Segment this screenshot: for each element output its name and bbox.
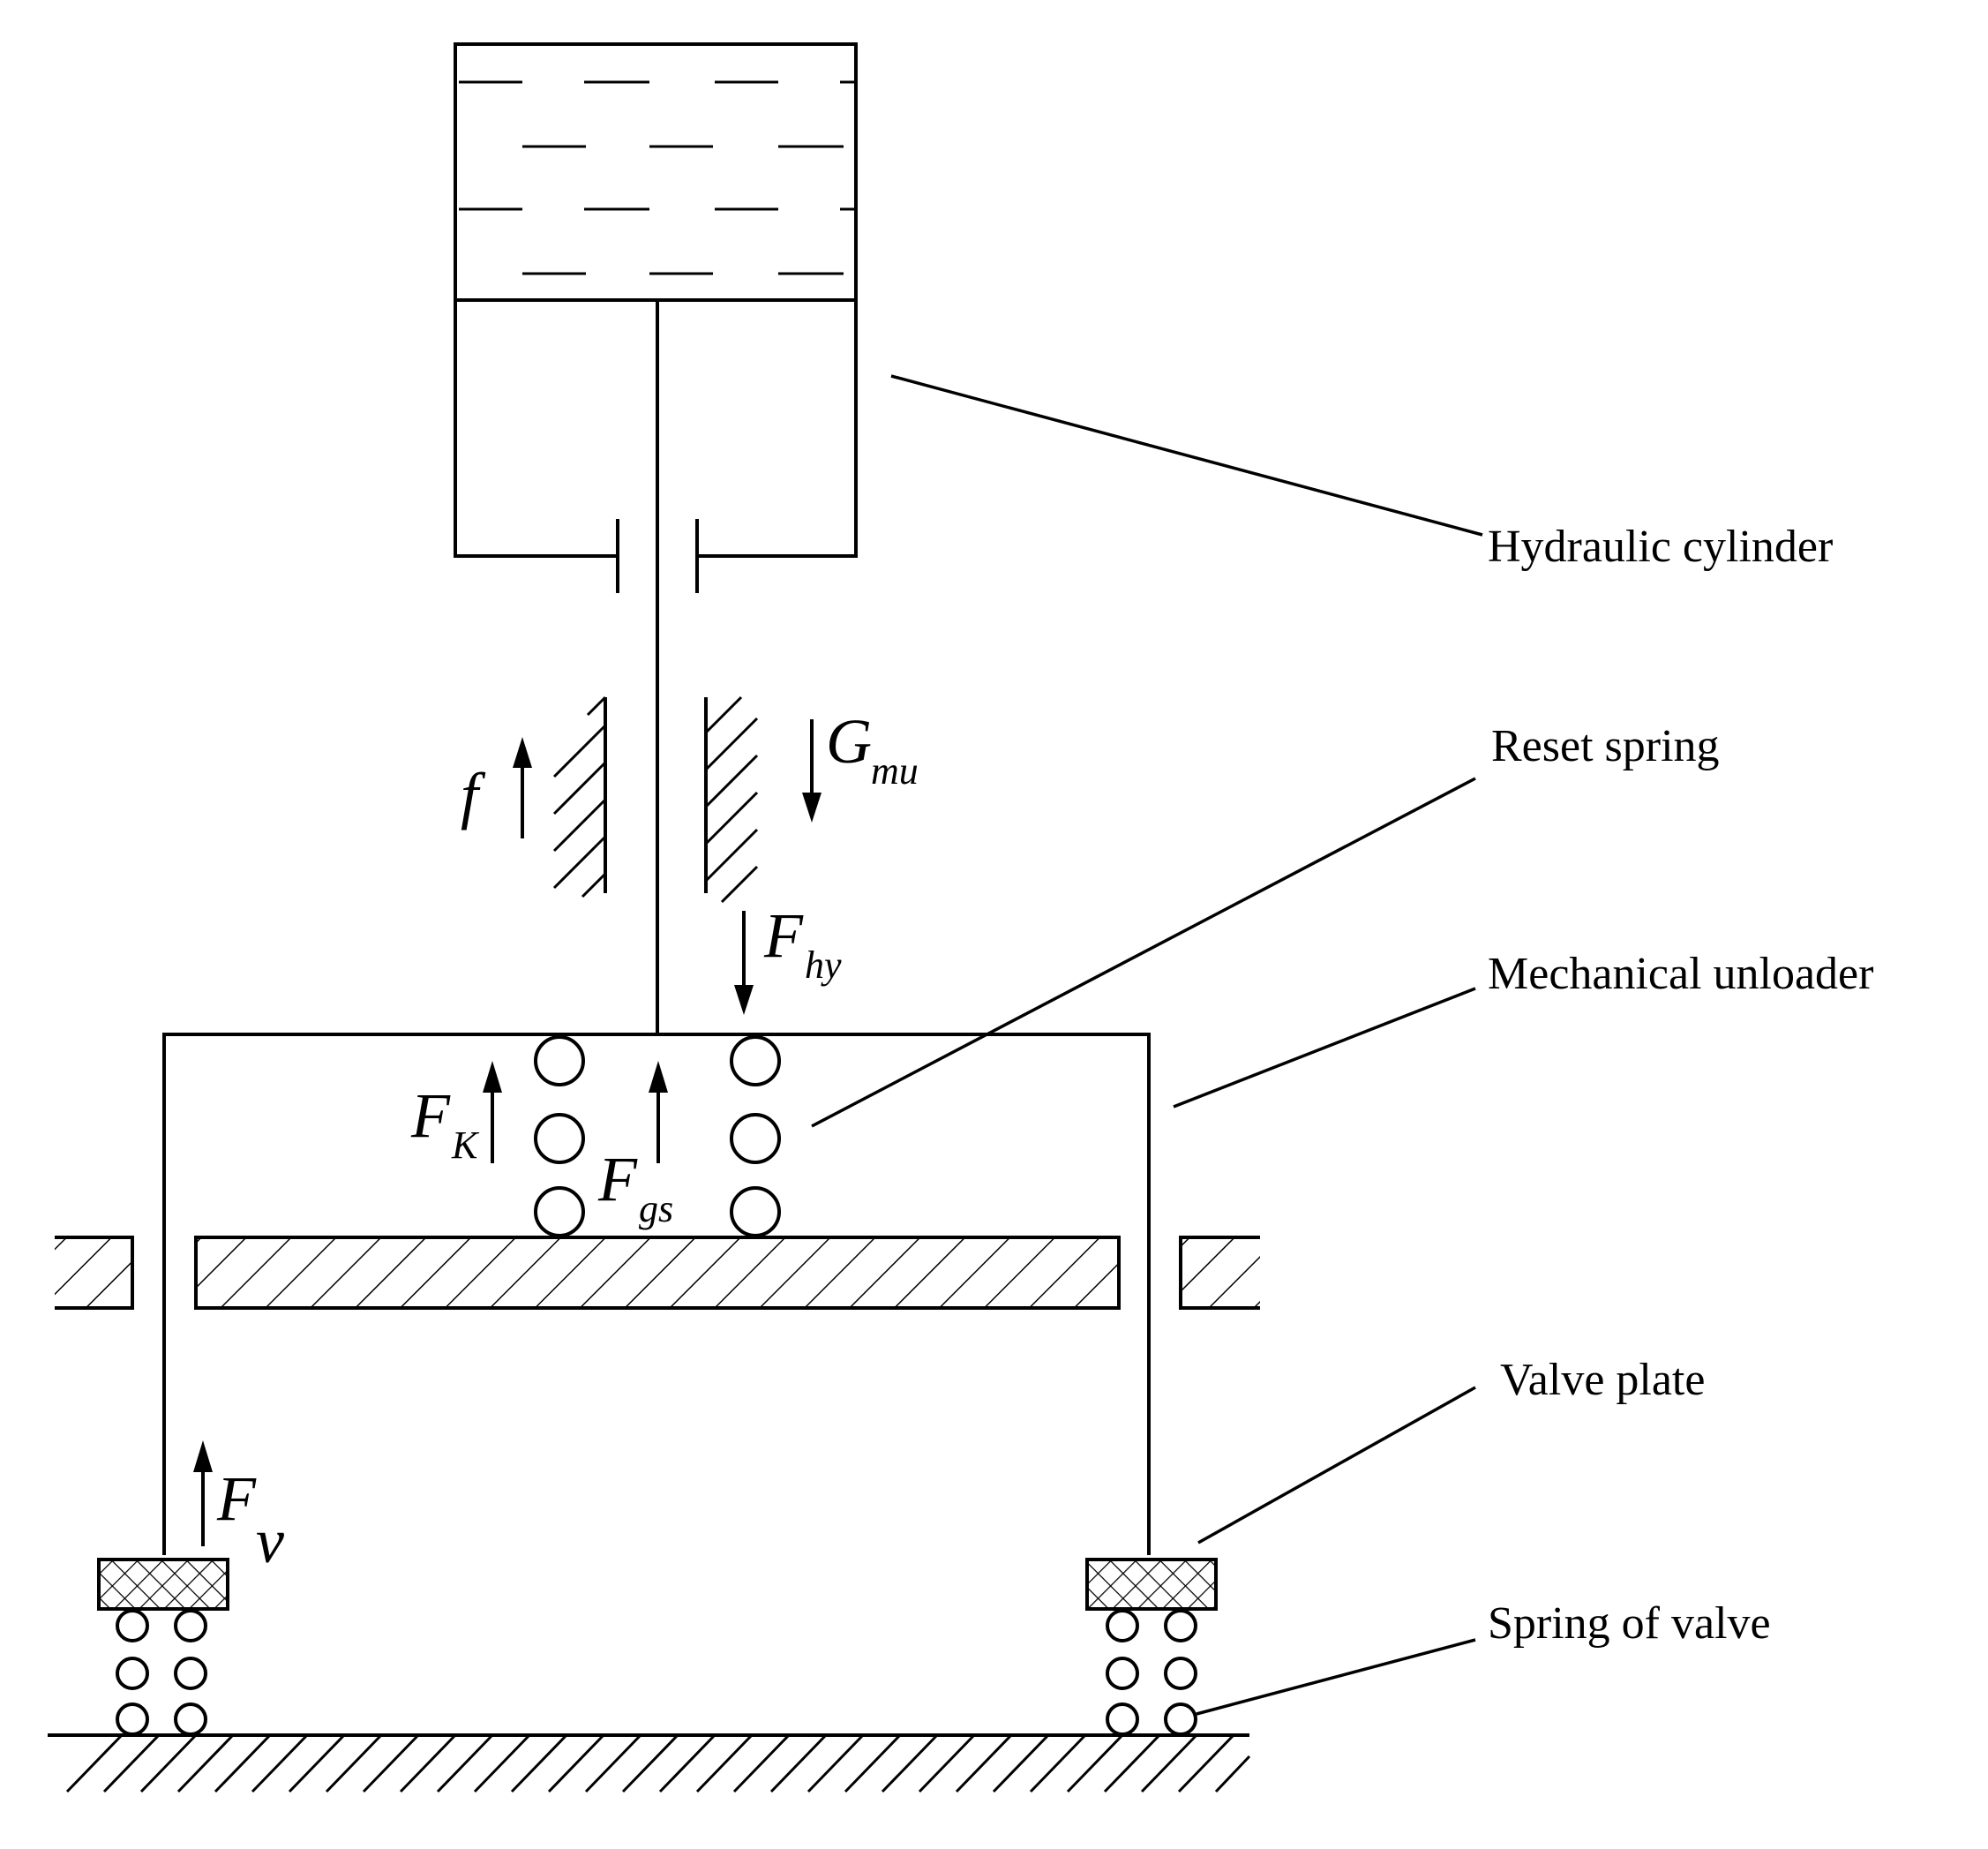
ground xyxy=(48,1733,1251,1793)
reset-spring xyxy=(534,1035,781,1237)
arrow-fv-head xyxy=(193,1440,213,1472)
spring-coil xyxy=(534,1113,585,1164)
ground-hatch-line xyxy=(473,1733,531,1793)
ground-hatch-line xyxy=(214,1733,272,1793)
force-fhy-label: F xyxy=(763,900,804,971)
ground-hatch-line xyxy=(1103,1733,1161,1793)
guide-hatch-right xyxy=(704,695,759,904)
ground-hatch-line xyxy=(1029,1733,1087,1793)
ground-hatch-line xyxy=(1214,1755,1251,1793)
force-fgs-label: F xyxy=(597,1144,638,1214)
label-reset-spring: Reset spring xyxy=(1491,721,1720,771)
force-fgs-subscript: gs xyxy=(639,1187,673,1230)
valve-plate-right xyxy=(1085,1558,1218,1611)
oil-level-dashes xyxy=(459,80,854,275)
rod-guide xyxy=(552,695,759,904)
ground-hatch-line xyxy=(65,1733,124,1793)
force-arrows xyxy=(193,719,821,1546)
label-spring-of-valve: Spring of valve xyxy=(1488,1598,1771,1649)
force-fv-label: F xyxy=(216,1463,257,1534)
valve-spring-left xyxy=(116,1609,207,1736)
ground-hatch-line xyxy=(102,1733,161,1793)
arrow-fk-head xyxy=(483,1061,502,1093)
ground-hatch-line xyxy=(399,1733,457,1793)
valve-plate-left xyxy=(97,1558,229,1611)
leader-spring-of-valve xyxy=(1196,1638,1476,1716)
ground-hatch xyxy=(65,1733,1251,1793)
leader-hydraulic-cylinder xyxy=(890,374,1483,537)
cylinder-body-left xyxy=(454,300,618,558)
side-support-left-fill xyxy=(55,1237,132,1308)
side-support-right-fill xyxy=(1181,1237,1260,1308)
ground-hatch-line xyxy=(325,1733,383,1793)
leader-mechanical-unloader xyxy=(1173,987,1476,1109)
ground-hatch-line xyxy=(176,1733,235,1793)
side-support-right xyxy=(1179,1236,1260,1310)
label-mechanical-unloader: Mechanical unloader xyxy=(1488,949,1873,999)
force-gmu-subscript: mu xyxy=(871,749,919,793)
ground-hatch-line xyxy=(251,1733,309,1793)
arrow-fgs-head xyxy=(649,1061,668,1093)
force-fk-label: F xyxy=(410,1080,451,1151)
ground-hatch-line xyxy=(1066,1733,1124,1793)
ground-hatch-line xyxy=(436,1733,494,1793)
spring-coil xyxy=(534,1186,585,1237)
ground-hatch-line xyxy=(584,1733,642,1793)
arrow-gmu-head xyxy=(802,793,821,823)
arrow-fhy-head xyxy=(734,985,754,1015)
ground-hatch-line xyxy=(510,1733,568,1793)
ground-hatch-line xyxy=(288,1733,346,1793)
force-gmu-label: G xyxy=(826,706,872,777)
ground-hatch-line xyxy=(1177,1733,1235,1793)
ground-hatch-line xyxy=(621,1733,679,1793)
ground-hatch-line xyxy=(658,1733,716,1793)
ground-hatch-line xyxy=(955,1733,1013,1793)
cylinder-body-right xyxy=(697,300,858,558)
label-hydraulic-cylinder: Hydraulic cylinder xyxy=(1488,522,1833,572)
ground-hatch-line xyxy=(695,1733,754,1793)
spring-coil xyxy=(730,1035,781,1086)
ground-hatch-line xyxy=(139,1733,198,1793)
spring-coil xyxy=(730,1186,781,1237)
ground-hatch-line xyxy=(844,1733,902,1793)
ground-hatch-line xyxy=(362,1733,420,1793)
spring-coil xyxy=(534,1035,585,1086)
ground-hatch-line xyxy=(769,1733,828,1793)
arrow-f-head xyxy=(513,737,532,768)
ground-hatch-line xyxy=(992,1733,1050,1793)
spring-coil xyxy=(730,1113,781,1164)
ground-hatch-line xyxy=(918,1733,976,1793)
ground-hatch-line xyxy=(732,1733,791,1793)
force-fhy-subscript: hy xyxy=(805,943,842,987)
label-valve-plate: Valve plate xyxy=(1500,1355,1705,1405)
guide-hatch-left xyxy=(552,695,607,898)
ground-hatch-line xyxy=(806,1733,865,1793)
component-labels: Hydraulic cylinder Reset spring Mechanic… xyxy=(1488,522,1873,1649)
fixed-support-plate xyxy=(194,1236,1121,1310)
valve-spring-right xyxy=(1106,1609,1197,1736)
force-f-label: f xyxy=(461,760,486,831)
ground-hatch-line xyxy=(547,1733,605,1793)
leader-reset-spring xyxy=(811,777,1476,1128)
leader-valve-plate xyxy=(1197,1386,1476,1545)
mechanical-unloader-frame xyxy=(162,1033,1151,1555)
force-fk-subscript: K xyxy=(451,1124,480,1167)
ground-hatch-line xyxy=(881,1733,939,1793)
side-support-left xyxy=(55,1236,134,1310)
force-fv-subscript: v xyxy=(256,1506,284,1576)
ground-hatch-line xyxy=(1140,1733,1198,1793)
force-labels: f G mu F hy F K F gs F v xyxy=(216,706,919,1576)
